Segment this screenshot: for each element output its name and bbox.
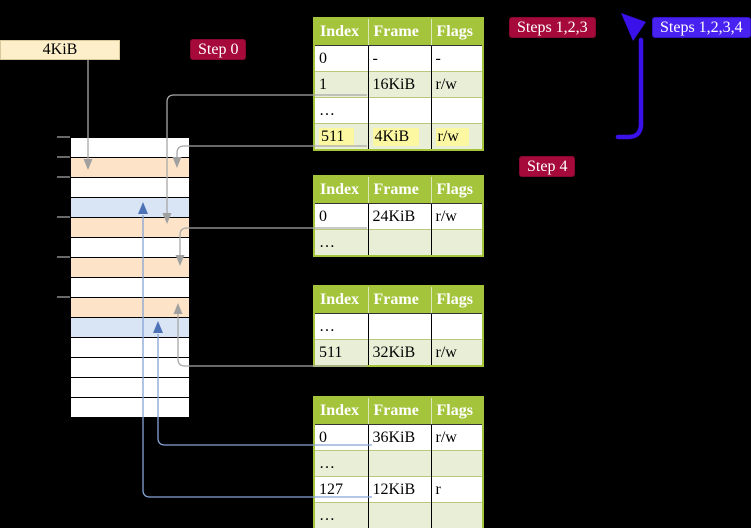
table-row: … [314,313,483,340]
cell-frame: - [372,49,378,67]
cell-index: 0 [319,428,327,446]
memory-row-12 [71,378,189,398]
table-row: … [314,97,483,124]
cell-flags: r/w [435,428,457,446]
column-header-frame: Frame [367,176,431,204]
cell-index: … [319,101,335,119]
memory-row-1 [71,158,189,178]
table-row: 127 12KiB r [314,476,483,503]
cell-frame: 12KiB [372,480,416,498]
cell-index: 0 [319,207,327,225]
badge-step-4: Step 4 [519,156,576,177]
table-header-row: Index Frame Flags [314,397,483,425]
table-row: … [314,502,483,528]
cell-index: … [319,506,335,524]
memory-row-2 [71,178,189,198]
badge-step-0: Step 0 [190,39,247,60]
cell-frame: 24KiB [372,207,416,225]
table-row: 511 32KiB r/w [314,339,483,366]
cell-index: … [319,317,335,335]
column-header-flags: Flags [430,18,483,46]
badge-steps-1234: Steps 1,2,3,4 [652,17,751,38]
page-size-label: 4KiB [0,40,120,60]
table-header-row: Index Frame Flags [314,286,483,314]
table-row: 0 - - [314,45,483,72]
cell-frame: 32KiB [372,343,416,361]
cell-index: … [319,233,335,251]
column-header-flags: Flags [430,176,483,204]
memory-row-11 [71,358,189,378]
column-header-frame: Frame [367,286,431,314]
column-header-flags: Flags [430,397,483,425]
column-header-index: Index [314,286,368,314]
table-row: 0 24KiB r/w [314,203,483,230]
memory-row-9 [71,318,189,338]
column-header-flags: Flags [430,286,483,314]
table-row: 0 36KiB r/w [314,424,483,451]
steps-loop-arrow [615,37,644,140]
cell-frame: 16KiB [372,75,416,93]
table-row-highlighted: 511 4KiB r/w [314,123,483,150]
column-header-index: Index [314,176,368,204]
memory-row-13 [71,398,189,417]
cell-index: … [319,454,335,472]
column-header-index: Index [314,18,368,46]
cell-index: 511 [319,343,343,361]
page-table-3: Index Frame Flags … 511 32KiB r/w [313,285,484,367]
column-header-frame: Frame [367,18,431,46]
cell-frame: 36KiB [372,428,416,446]
cell-flags: r/w [435,127,469,146]
arrowhead-up-left-icon [621,13,646,41]
page-table-4: Index Frame Flags 0 36KiB r/w … 127 12Ki… [313,396,484,528]
cell-flags: r/w [435,207,457,225]
cell-frame: 4KiB [372,127,420,146]
cell-index: 0 [319,49,327,67]
badge-steps-123: Steps 1,2,3 [509,17,596,38]
memory-row-8 [71,298,189,318]
physical-memory-column [70,137,190,418]
cell-index: 127 [319,480,343,498]
table-row: … [314,450,483,477]
table-row: … [314,229,483,256]
cell-flags: r [435,480,441,498]
cell-flags: r/w [435,343,457,361]
column-header-index: Index [314,397,368,425]
memory-row-10 [71,338,189,358]
memory-row-3 [71,198,189,218]
table-header-row: Index Frame Flags [314,176,483,204]
memory-row-5 [71,238,189,258]
cell-flags: - [435,49,441,67]
page-table-1: Index Frame Flags 0 - - 1 16KiB r/w … 51… [313,17,484,151]
table-row: 1 16KiB r/w [314,71,483,98]
cell-index: 1 [319,75,327,93]
memory-row-4 [71,218,189,238]
memory-row-0 [71,138,189,158]
cell-index: 511 [319,127,355,146]
cell-flags: r/w [435,75,457,93]
column-header-frame: Frame [367,397,431,425]
memory-ticks [57,136,70,298]
memory-row-7 [71,278,189,298]
table-header-row: Index Frame Flags [314,18,483,46]
page-table-2: Index Frame Flags 0 24KiB r/w … [313,175,484,257]
memory-row-6 [71,258,189,278]
